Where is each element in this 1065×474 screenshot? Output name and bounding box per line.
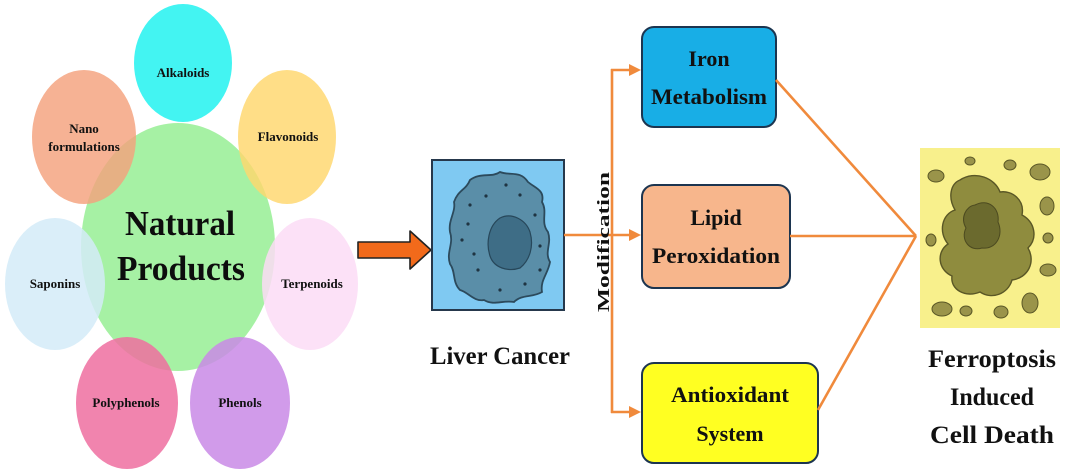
cell-fragment xyxy=(1003,159,1017,171)
granule xyxy=(518,193,522,197)
target-iron-metabolism-label-line2: Metabolism xyxy=(651,84,767,109)
petal-polyphenols-shape xyxy=(76,337,178,469)
ferroptotic-cell-icon xyxy=(925,156,1057,319)
target-antioxidant-system: Antioxidant System xyxy=(641,362,819,464)
cell-fragment xyxy=(1039,263,1057,277)
granule xyxy=(538,244,542,248)
granule xyxy=(472,252,476,256)
target-lipid-peroxidation-box xyxy=(641,184,791,289)
natural-products-cluster: Alkaloids Flavonoids Terpenoids Phenols … xyxy=(5,4,358,469)
granule xyxy=(523,282,527,286)
arrowhead-right-icon xyxy=(629,229,641,241)
granule xyxy=(466,222,470,226)
petal-alkaloids-shape xyxy=(134,4,232,122)
natural-products-title-line1: Natural xyxy=(125,204,235,243)
target-iron-metabolism-label-line1: Iron xyxy=(688,46,729,71)
petal-nano-formulations-label-line1: Nano xyxy=(69,121,99,136)
target-antioxidant-system-box xyxy=(641,362,819,464)
granule xyxy=(460,238,464,242)
outcome-label-line2: Induced xyxy=(950,384,1034,411)
cell-fragment xyxy=(964,156,976,166)
petal-terpenoids-shape xyxy=(262,218,358,350)
granule xyxy=(468,203,472,207)
converging-connectors xyxy=(775,79,918,411)
cancer-cell-granules xyxy=(460,183,542,292)
petal-flavonoids-shape xyxy=(238,70,336,204)
petal-terpenoids-label: Terpenoids xyxy=(281,276,343,291)
cell-fragment xyxy=(993,305,1009,319)
cell-fragment xyxy=(931,301,953,317)
petal-phenols-label: Phenols xyxy=(218,395,261,410)
connector-antioxidant-to-outcome xyxy=(816,235,918,411)
ferroptotic-fragments xyxy=(925,156,1057,319)
cancer-cell-nucleus xyxy=(487,215,533,271)
liver-cancer-panel: Liver Cancer xyxy=(430,159,570,370)
ferroptotic-cell-core xyxy=(963,202,1001,250)
granule xyxy=(484,194,488,198)
petal-flavonoids-label: Flavonoids xyxy=(258,129,319,144)
petal-nano-formulations xyxy=(32,70,136,204)
cell-fragment xyxy=(1021,292,1039,314)
petal-alkaloids xyxy=(134,4,232,122)
granule xyxy=(476,268,480,272)
outcome-label-line3: Cell Death xyxy=(930,422,1054,449)
petal-phenols-shape xyxy=(190,337,290,469)
arrowhead-right-icon xyxy=(629,406,641,418)
petal-nano-formulations-shape xyxy=(32,70,136,204)
target-lipid-peroxidation-label-line2: Peroxidation xyxy=(652,243,780,268)
petal-polyphenols-label: Polyphenols xyxy=(92,395,159,410)
petal-flavonoids xyxy=(238,70,336,204)
granule xyxy=(504,183,508,187)
modification-connectors xyxy=(564,68,632,414)
cell-fragment xyxy=(959,305,973,317)
cell-fragment xyxy=(1042,232,1054,244)
target-iron-metabolism: Iron Metabolism xyxy=(641,26,777,128)
outcome-label-line1: Ferroptosis xyxy=(928,346,1056,373)
granule xyxy=(538,268,542,272)
petal-saponins xyxy=(5,218,105,350)
cancer-cell-icon xyxy=(447,170,551,304)
petal-nano-formulations-label-line2: formulations xyxy=(48,139,120,154)
block-arrow-right-icon xyxy=(357,230,432,270)
target-lipid-peroxidation-label-line1: Lipid xyxy=(690,205,741,230)
petal-alkaloids-label: Alkaloids xyxy=(157,65,210,80)
target-iron-metabolism-box xyxy=(641,26,777,128)
target-antioxidant-system-label-line2: System xyxy=(696,421,763,446)
liver-cancer-label: Liver Cancer xyxy=(430,343,570,370)
connector-iron-to-outcome xyxy=(775,79,917,237)
natural-products-hub xyxy=(81,123,275,371)
petal-terpenoids xyxy=(262,218,358,350)
petal-polyphenols xyxy=(76,337,178,469)
natural-products-title-line2: Products xyxy=(117,249,245,288)
cell-fragment xyxy=(1039,196,1055,216)
petal-saponins-shape xyxy=(5,218,105,350)
petal-phenols xyxy=(190,337,290,469)
cell-fragment xyxy=(927,169,945,183)
granule xyxy=(498,288,502,292)
ferroptosis-panel: Ferroptosis Induced Cell Death xyxy=(920,148,1060,449)
target-antioxidant-system-label-line1: Antioxidant xyxy=(671,382,790,407)
target-lipid-peroxidation: Lipid Peroxidation xyxy=(641,184,791,289)
cell-fragment xyxy=(1029,163,1051,181)
granule xyxy=(533,213,537,217)
arrowhead-right-icon xyxy=(629,64,641,76)
cell-fragment xyxy=(925,233,937,247)
petal-saponins-label: Saponins xyxy=(30,276,81,291)
modification-label: Modification xyxy=(594,171,613,312)
